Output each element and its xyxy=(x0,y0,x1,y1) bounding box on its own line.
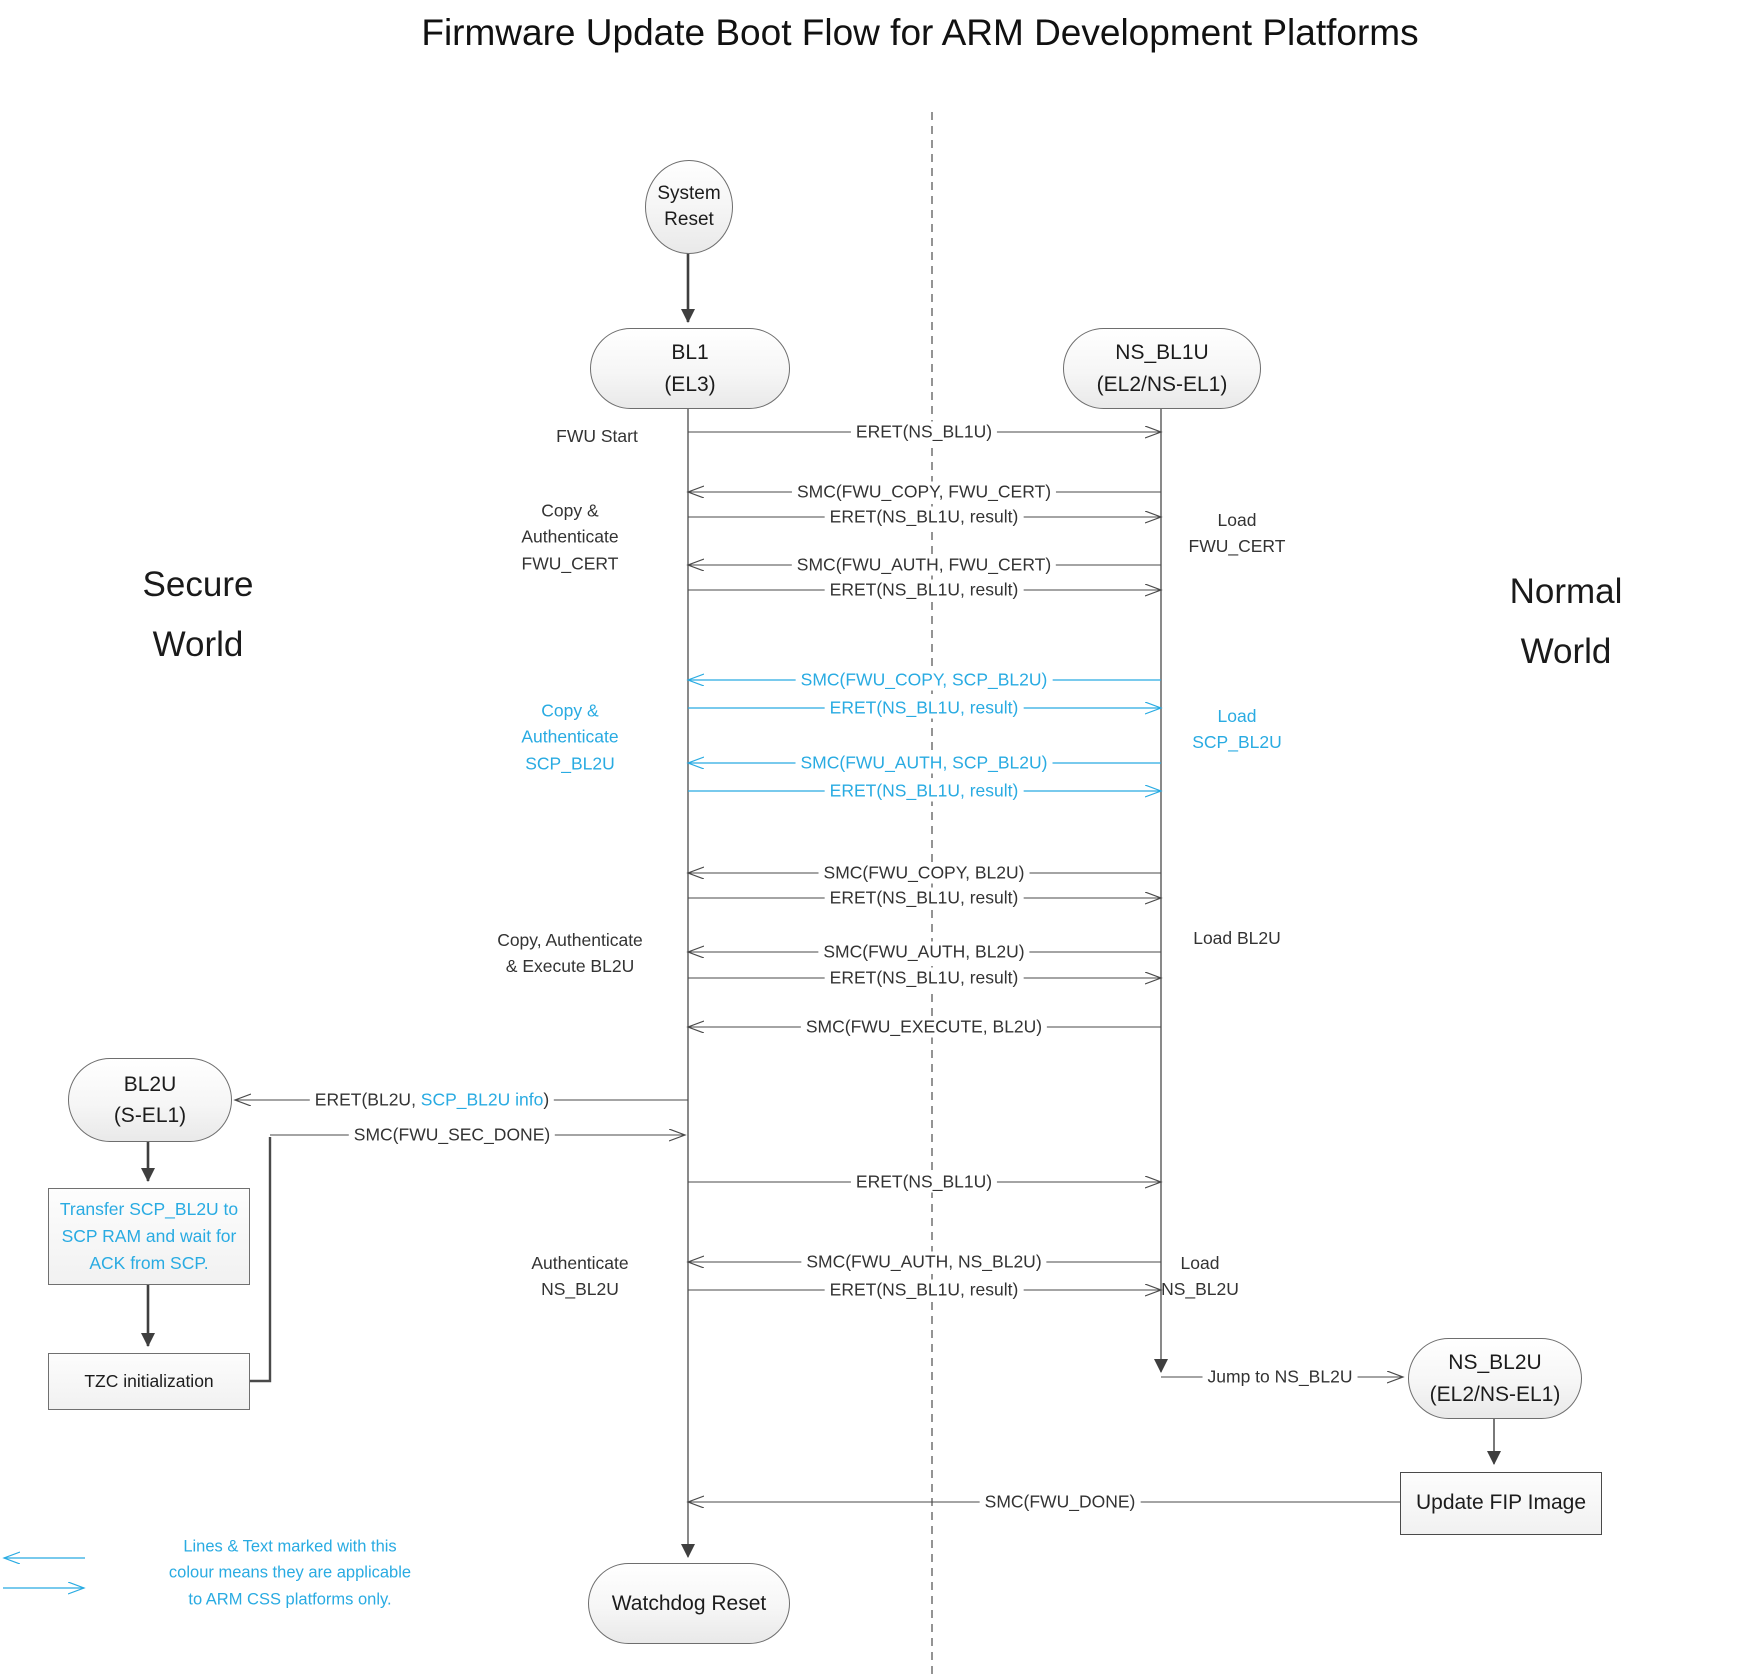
bl1-name: BL1 xyxy=(671,341,709,364)
msg-label-eret-ns-bl1u-2: ERET(NS_BL1U) xyxy=(850,1171,998,1193)
system-reset-label: System Reset xyxy=(657,183,721,230)
ns-bl2u-name: NS_BL2U xyxy=(1448,1351,1542,1374)
ns-bl2u-level: (EL2/NS-EL1) xyxy=(1429,1382,1561,1406)
msg-label-smc-execute-bl2u: SMC(FWU_EXECUTE, BL2U) xyxy=(800,1016,1048,1038)
annotation-load-scp-bl2u: Load SCP_BL2U xyxy=(1192,705,1282,752)
msg-label-smc-auth-scp-bl2u: SMC(FWU_AUTH, SCP_BL2U) xyxy=(795,752,1053,774)
update-fip-image-label: Update FIP Image xyxy=(1415,1491,1587,1515)
diagram-title: Firmware Update Boot Flow for ARM Develo… xyxy=(421,12,1419,53)
annotation-load-bl2u: Load BL2U xyxy=(1193,927,1281,948)
ns-bl1u-node: NS_BL1U (EL2/NS-EL1) xyxy=(1063,328,1261,409)
annotation-copy-auth-exec-bl2u: Copy, Authenticate & Execute BL2U xyxy=(497,929,643,976)
eret-bl2u-prefix: ERET(BL2U, xyxy=(314,1089,421,1110)
annotation-copy-auth-scp-bl2u: Copy & Authenticate SCP_BL2U xyxy=(521,700,619,774)
bl1-node: BL1 (EL3) xyxy=(590,328,790,409)
annotation-copy-auth-fwu-cert: Copy & Authenticate FWU_CERT xyxy=(521,500,619,574)
msg-label-jump-ns-bl2u: Jump to NS_BL2U xyxy=(1202,1366,1358,1388)
secure-world-label: Secure World xyxy=(142,565,254,665)
annotation-load-fwu-cert: Load FWU_CERT xyxy=(1188,509,1286,556)
msg-label-smc-auth-ns-bl2u: SMC(FWU_AUTH, NS_BL2U) xyxy=(801,1251,1047,1273)
bl1-level: (EL3) xyxy=(664,372,716,396)
bl2u-node: BL2U (S-EL1) xyxy=(68,1058,232,1142)
watchdog-reset-node: Watchdog Reset xyxy=(588,1563,790,1644)
transfer-scp-bl2u-box: Transfer SCP_BL2U to SCP RAM and wait fo… xyxy=(48,1188,250,1285)
msg-label-smc-auth-bl2u: SMC(FWU_AUTH, BL2U) xyxy=(818,941,1030,963)
system-reset-node: System Reset xyxy=(645,160,733,254)
tzc-initialization-box: TZC initialization xyxy=(48,1353,250,1410)
eret-bl2u-highlight: SCP_BL2U info xyxy=(420,1089,544,1110)
update-fip-image-box: Update FIP Image xyxy=(1400,1472,1602,1535)
msg-label-smc-fwu-done: SMC(FWU_DONE) xyxy=(979,1491,1141,1513)
annotation-auth-ns-bl2u: Authenticate NS_BL2U xyxy=(531,1252,629,1299)
watchdog-reset-label: Watchdog Reset xyxy=(611,1591,767,1615)
msg-label-eret-result-1: ERET(NS_BL1U, result) xyxy=(824,506,1024,528)
msg-label-smc-copy-scp-bl2u: SMC(FWU_COPY, SCP_BL2U) xyxy=(795,669,1053,691)
msg-label-eret-result-blue-1: ERET(NS_BL1U, result) xyxy=(824,697,1024,719)
msg-label-smc-auth-fwu-cert: SMC(FWU_AUTH, FWU_CERT) xyxy=(791,554,1057,576)
msg-label-smc-copy-fwu-cert: SMC(FWU_COPY, FWU_CERT) xyxy=(791,481,1057,503)
ns-bl1u-name: NS_BL1U xyxy=(1115,341,1209,364)
legend-text: Lines & Text marked with this colour mea… xyxy=(168,1537,412,1609)
msg-label-eret-result-blue-2: ERET(NS_BL1U, result) xyxy=(824,780,1024,802)
msg-label-eret-result-3: ERET(NS_BL1U, result) xyxy=(824,887,1024,909)
tzc-initialization-label: TZC initialization xyxy=(84,1370,214,1391)
annotation-load-ns-bl2u: Load NS_BL2U xyxy=(1161,1252,1239,1299)
tzc-return-connector xyxy=(249,1137,272,1383)
annotation-fwu-start: FWU Start xyxy=(556,425,638,446)
msg-label-eret-result-4: ERET(NS_BL1U, result) xyxy=(824,967,1024,989)
transfer-scp-bl2u-label: Transfer SCP_BL2U to SCP RAM and wait fo… xyxy=(59,1198,239,1274)
msg-label-eret-bl2u: ERET(BL2U, SCP_BL2U info) xyxy=(309,1089,555,1111)
bl2u-level: (S-EL1) xyxy=(113,1104,187,1127)
msg-label-eret-ns-bl1u: ERET(NS_BL1U) xyxy=(850,421,998,443)
msg-label-eret-result-2: ERET(NS_BL1U, result) xyxy=(824,579,1024,601)
ns-bl2u-node: NS_BL2U (EL2/NS-EL1) xyxy=(1408,1338,1582,1419)
msg-label-eret-result-5: ERET(NS_BL1U, result) xyxy=(824,1279,1024,1301)
ns-bl1u-level: (EL2/NS-EL1) xyxy=(1096,372,1228,396)
normal-world-label: Normal World xyxy=(1509,572,1623,672)
eret-bl2u-suffix: ) xyxy=(543,1089,550,1110)
bl2u-name: BL2U xyxy=(123,1072,177,1096)
msg-label-smc-sec-done: SMC(FWU_SEC_DONE) xyxy=(348,1124,556,1146)
msg-label-smc-copy-bl2u: SMC(FWU_COPY, BL2U) xyxy=(818,862,1030,884)
